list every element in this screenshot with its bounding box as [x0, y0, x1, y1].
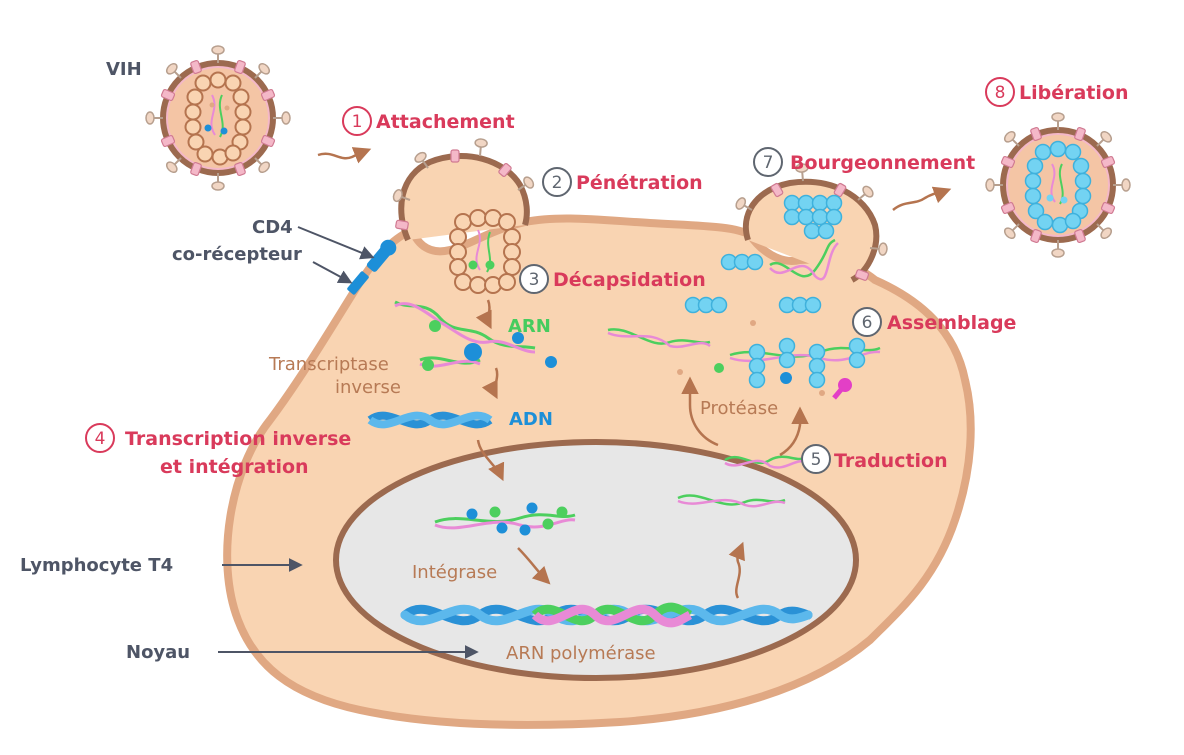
rna-reverse-transcriptase	[394, 300, 557, 371]
step-2-number: 2	[552, 173, 563, 193]
virus-label: VIH	[106, 59, 142, 80]
step-6: 6 Assemblage	[852, 307, 1016, 337]
released-virion	[985, 112, 1131, 258]
step-1-number: 1	[352, 112, 363, 132]
translated-proteins	[607, 253, 881, 400]
step-2: 2 Pénétration	[542, 167, 703, 197]
step-7-label: Bourgeonnement	[790, 152, 975, 174]
step-1-label: Attachement	[376, 111, 515, 133]
step-4-label-line2: et intégration	[160, 456, 309, 478]
lymphocyte-label: Lymphocyte T4	[20, 555, 173, 576]
step-7: 7 Bourgeonnement	[753, 147, 975, 177]
assembling-capsid	[769, 194, 843, 281]
step-3-number: 3	[529, 270, 540, 290]
protease-label: Protéase	[700, 398, 778, 419]
transcriptase-label-line2: inverse	[335, 377, 401, 398]
integrated-dna	[400, 602, 813, 628]
step-5-label: Traduction	[834, 450, 948, 472]
rna-label: ARN	[508, 316, 551, 337]
step-7-number: 7	[763, 153, 774, 173]
step-4-number: 4	[95, 429, 106, 449]
step-3-label: Décapsidation	[553, 269, 706, 291]
hiv-virion	[145, 45, 291, 191]
capsid-decapsidation	[449, 209, 521, 294]
step-6-label: Assemblage	[887, 312, 1016, 334]
step-8-number: 8	[995, 83, 1006, 103]
step-4-label: Transcription inverse	[125, 428, 351, 450]
label-pointers	[218, 226, 479, 659]
step-2-label: Pénétration	[576, 172, 703, 194]
step-4: 4 Transcription inverse et intégration	[85, 423, 351, 478]
coreceptor-label: co-récepteur	[172, 244, 302, 265]
step-3: 3 Décapsidation	[519, 264, 706, 294]
transcriptase-label: Transcriptase	[268, 354, 389, 375]
cd4-label: CD4	[252, 217, 293, 238]
dna-label: ADN	[509, 409, 553, 430]
step-8-label: Libération	[1019, 82, 1128, 104]
translation-rna	[724, 455, 806, 469]
step-1: 1 Attachement	[342, 106, 515, 136]
cd4-receptor	[347, 239, 397, 295]
nucleus-label: Noyau	[126, 642, 190, 663]
process-arrows	[317, 147, 952, 599]
mrna-nucleus	[677, 494, 786, 508]
step-5-number: 5	[811, 450, 822, 470]
step-6-number: 6	[862, 313, 873, 333]
viral-dna	[367, 411, 493, 429]
step-8: 8 Libération	[985, 77, 1128, 107]
step-5: 5 Traduction	[801, 444, 948, 474]
rna-polymerase-label: ARN polymérase	[506, 643, 656, 664]
viral-rna-nucleus	[434, 502, 576, 536]
integrase-label: Intégrase	[412, 562, 497, 583]
